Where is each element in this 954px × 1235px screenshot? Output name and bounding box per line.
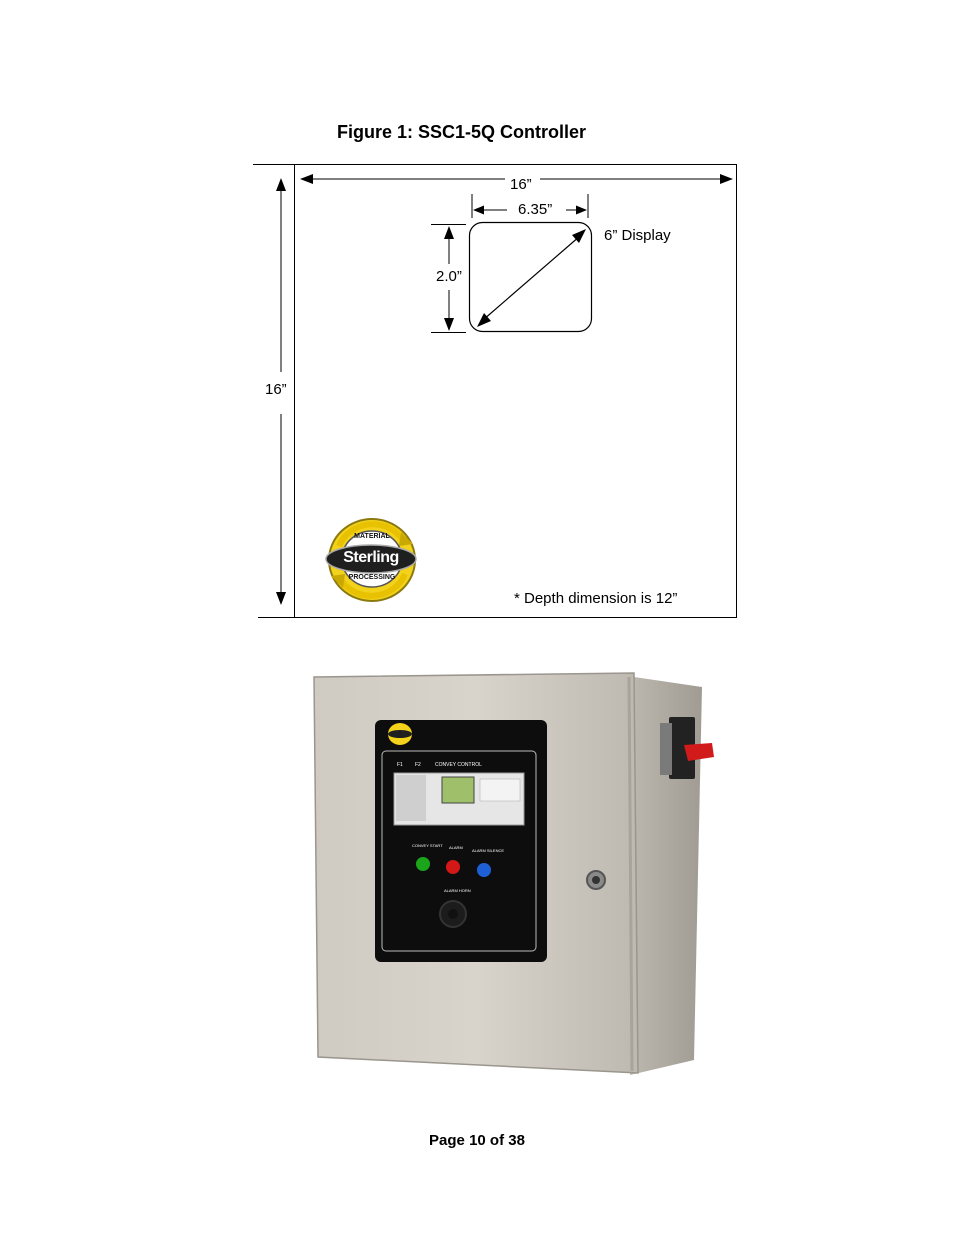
display-outline [468, 221, 593, 333]
height-arrow-bottom [276, 592, 286, 605]
label-f1: F1 [397, 762, 403, 768]
sterling-logo-art [325, 518, 417, 602]
height-label: 16” [265, 381, 287, 398]
label-convey-start: CONVEY START [412, 843, 443, 848]
sterling-logo: MATERIAL Sterling PROCESSING [325, 516, 419, 604]
label-alarm-horn: ALARM HORN [444, 888, 471, 893]
display-diagonal-line [482, 235, 581, 321]
controller-photo: F1 F2 CONVEY CONTROL CONVEY START ALARM … [296, 665, 716, 1080]
logo-brand: Sterling [343, 549, 399, 566]
logo-bottom-text: PROCESSING [348, 574, 396, 581]
width-arrow-right [720, 174, 733, 184]
logo-top-text: MATERIAL [354, 533, 390, 540]
display-height-arrow-top [444, 226, 454, 239]
width-arrow-left [300, 174, 313, 184]
depth-note: * Depth dimension is 12” [514, 590, 678, 607]
display-height-arrow-bottom [444, 318, 454, 331]
enclosure-outline [294, 164, 737, 618]
display-diag-arrow-bl [477, 313, 491, 327]
label-convey-control: CONVEY CONTROL [435, 762, 482, 768]
display-diagonal-label: 6” Display [604, 227, 671, 244]
page-number: Page 10 of 38 [429, 1132, 525, 1149]
display-diag-arrow-tr [572, 229, 586, 243]
height-arrow-top [276, 178, 286, 191]
display-width-arrow-left [473, 205, 484, 215]
label-alarm: ALARM [449, 845, 463, 850]
display-width-label: 6.35” [518, 201, 553, 218]
display-height-label: 2.0” [436, 268, 462, 285]
width-label: 16” [510, 176, 532, 193]
display-width-arrow-right [576, 205, 587, 215]
controller-photo-art [313, 672, 714, 1075]
label-alarm-silence: ALARM SILENCE [472, 848, 505, 853]
label-f2: F2 [415, 762, 421, 768]
figure-title: Figure 1: SSC1-5Q Controller [337, 122, 587, 142]
